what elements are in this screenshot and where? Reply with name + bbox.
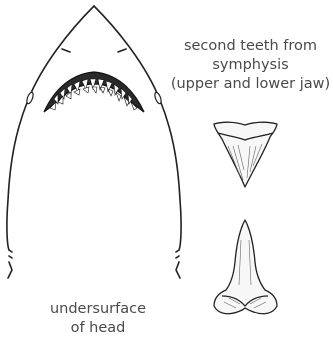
teeth-caption-line-2: symphysis bbox=[168, 56, 333, 75]
right-eye bbox=[154, 92, 163, 105]
teeth-caption: second teeth from symphysis (upper and l… bbox=[168, 37, 333, 94]
lower-second-tooth bbox=[214, 220, 277, 314]
head-caption-line-1: undersurface bbox=[18, 300, 178, 319]
left-nostril bbox=[62, 49, 70, 52]
head-caption: undersurface of head bbox=[18, 300, 178, 338]
tooth bbox=[83, 87, 89, 93]
teeth-caption-line-3: (upper and lower jaw) bbox=[168, 75, 333, 94]
head-caption-line-2: of head bbox=[18, 319, 178, 338]
head-left-contour bbox=[7, 6, 94, 250]
right-gill-notch bbox=[176, 250, 180, 278]
right-nostril bbox=[118, 49, 126, 52]
shark-head-outline bbox=[7, 6, 181, 278]
nostrils bbox=[62, 49, 126, 52]
teeth-caption-line-1: second teeth from bbox=[168, 37, 333, 56]
shark-mouth bbox=[44, 72, 144, 112]
mouth-outer bbox=[44, 72, 144, 112]
tooth bbox=[92, 87, 97, 93]
left-gill-notch bbox=[8, 250, 12, 278]
tooth bbox=[108, 89, 113, 96]
eyes bbox=[26, 92, 163, 105]
left-eye bbox=[26, 92, 35, 105]
lower-tooth-outline bbox=[214, 220, 277, 314]
upper-tooth-outline bbox=[214, 122, 277, 187]
upper-second-tooth bbox=[214, 122, 277, 187]
tooth bbox=[100, 87, 105, 93]
